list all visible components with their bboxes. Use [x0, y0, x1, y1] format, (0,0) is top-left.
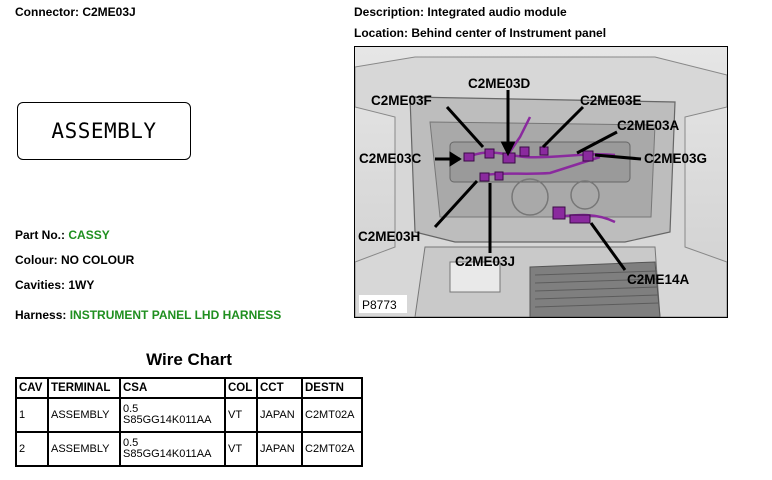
location-label: Location: — [354, 26, 408, 40]
colour-value: NO COLOUR — [61, 253, 135, 267]
csa-part: S85GG14K011AA — [123, 448, 212, 460]
callout-labels: C2ME03D C2ME03F C2ME03E C2ME03A C2ME03C … — [358, 76, 707, 287]
callout-c2me03a: C2ME03A — [617, 118, 680, 133]
connector-line: Connector: C2ME03J — [15, 5, 136, 19]
header-csa: CSA — [119, 377, 226, 399]
cell-csa: 0.5 S85GG14K011AA — [119, 397, 226, 433]
cell-terminal: ASSEMBLY — [47, 397, 121, 433]
connector-value: C2ME03J — [82, 5, 136, 19]
callout-c2me03c: C2ME03C — [359, 151, 422, 166]
location-line: Location: Behind center of Instrument pa… — [354, 26, 606, 40]
wire-chart-table: CAV TERMINAL CSA COL CCT DESTN 1 ASSEMBL… — [15, 377, 363, 467]
part-no-line: Part No.: CASSY — [15, 228, 110, 242]
cell-cav: 1 — [15, 397, 49, 433]
description-value: Integrated audio module — [427, 5, 567, 19]
part-no-value: CASSY — [68, 228, 110, 242]
callout-c2me03e: C2ME03E — [580, 93, 642, 108]
cell-csa: 0.5 S85GG14K011AA — [119, 431, 226, 467]
description-label: Description: — [354, 5, 425, 19]
harness-line: Harness: INSTRUMENT PANEL LHD HARNESS — [15, 308, 281, 322]
wire-chart-title: Wire Chart — [146, 350, 232, 369]
cell-cct: JAPAN — [256, 431, 303, 467]
callout-c2me03f: C2ME03F — [371, 93, 432, 108]
connector-label: Connector: — [15, 5, 79, 19]
connectors — [463, 146, 594, 224]
callout-c2me14a: C2ME14A — [627, 272, 690, 287]
callout-c2me03h: C2ME03H — [358, 229, 420, 244]
cell-destn: C2MT02A — [301, 397, 363, 433]
csa-size: 0.5 — [123, 403, 139, 415]
callout-c2me03d: C2ME03D — [468, 76, 531, 91]
assembly-label: ASSEMBLY — [51, 119, 157, 143]
location-illustration: C2ME03D C2ME03F C2ME03E C2ME03A C2ME03C … — [354, 47, 728, 318]
header-destn: DESTN — [301, 377, 363, 399]
description-line: Description: Integrated audio module — [354, 5, 567, 19]
colour-label: Colour: — [15, 253, 58, 267]
header-cct: CCT — [256, 377, 303, 399]
table-header-row: CAV TERMINAL CSA COL CCT DESTN — [15, 377, 363, 399]
header-terminal: TERMINAL — [47, 377, 121, 399]
cavities-line: Cavities: 1WY — [15, 278, 94, 292]
cell-destn: C2MT02A — [301, 431, 363, 467]
part-no-label: Part No.: — [15, 228, 66, 242]
table-row: 1 ASSEMBLY 0.5 S85GG14K011AA VT JAPAN C2… — [15, 397, 363, 433]
header-cav: CAV — [15, 377, 49, 399]
location-value: Behind center of Instrument panel — [411, 26, 607, 40]
photo-ref: P8773 — [362, 298, 397, 312]
leader-lines — [433, 90, 642, 271]
harness-value: INSTRUMENT PANEL LHD HARNESS — [69, 308, 282, 322]
cell-col: VT — [224, 431, 258, 467]
cell-col: VT — [224, 397, 258, 433]
table-row: 2 ASSEMBLY 0.5 S85GG14K011AA VT JAPAN C2… — [15, 431, 363, 467]
callout-c2me03g: C2ME03G — [644, 151, 707, 166]
cell-cct: JAPAN — [256, 397, 303, 433]
colour-line: Colour: NO COLOUR — [15, 253, 134, 267]
csa-part: S85GG14K011AA — [123, 414, 212, 426]
cell-cav: 2 — [15, 431, 49, 467]
cell-terminal: ASSEMBLY — [47, 431, 121, 467]
cavities-label: Cavities: — [15, 278, 66, 292]
location-photo: C2ME03D C2ME03F C2ME03E C2ME03A C2ME03C … — [354, 46, 728, 318]
header-col: COL — [224, 377, 258, 399]
cavities-value: 1WY — [68, 278, 95, 292]
assembly-drawing: ASSEMBLY — [17, 102, 191, 160]
harness-label: Harness: — [15, 308, 67, 322]
callout-c2me03j: C2ME03J — [455, 254, 515, 269]
csa-size: 0.5 — [123, 437, 139, 449]
